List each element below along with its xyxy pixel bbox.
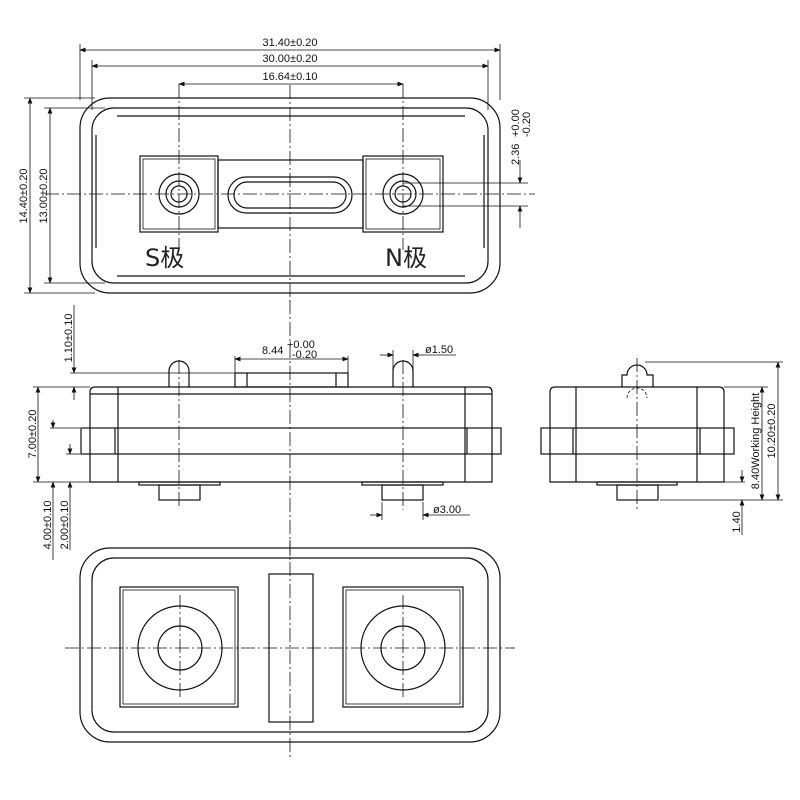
bottom-view — [65, 540, 515, 760]
dim-total-height: 10.20±0.20 — [766, 404, 778, 459]
s-pole-label: S极 — [145, 244, 184, 272]
dim-inner-height: 13.00±0.20 — [38, 169, 50, 224]
dim-offset-upper: +0.00 — [510, 109, 522, 137]
dim-offset-value: 2.36 — [510, 144, 522, 165]
side-view: 8.44 +0.00 -0.20 ø1.50 ø3.00 1.10±0.10 7… — [27, 300, 502, 560]
dim-base: 1.40 — [731, 511, 743, 532]
dim-inner-width: 30.00±0.20 — [263, 53, 318, 65]
end-view: 10.20±0.20 8.40Working Height 1.40 — [540, 358, 783, 535]
dim-pole-spacing: 16.64±0.10 — [263, 71, 318, 83]
dim-flange-a: 4.00±0.10 — [42, 501, 54, 550]
dim-pin-height: 1.10±0.10 — [63, 314, 75, 363]
dim-slot-value: 8.44 — [262, 345, 283, 357]
dim-overall-width: 31.40±0.20 — [263, 37, 318, 49]
dim-base-diameter: ø3.00 — [433, 504, 461, 516]
dim-pin-diameter: ø1.50 — [425, 344, 453, 356]
dim-flange-b: 2.00±0.10 — [59, 501, 71, 550]
dim-slot-upper: +0.00 — [287, 339, 315, 351]
dim-slot-lower: -0.20 — [292, 349, 317, 361]
dim-offset-lower: -0.20 — [521, 112, 533, 137]
dim-overall-height: 14.40±0.20 — [18, 169, 30, 224]
dim-working-height: 8.40Working Height — [750, 393, 762, 489]
n-pole-label: N极 — [385, 244, 427, 272]
top-view: 31.40±0.20 30.00±0.20 16.64±0.10 14.40±0… — [18, 37, 535, 302]
dim-body-height: 7.00±0.20 — [27, 410, 39, 459]
